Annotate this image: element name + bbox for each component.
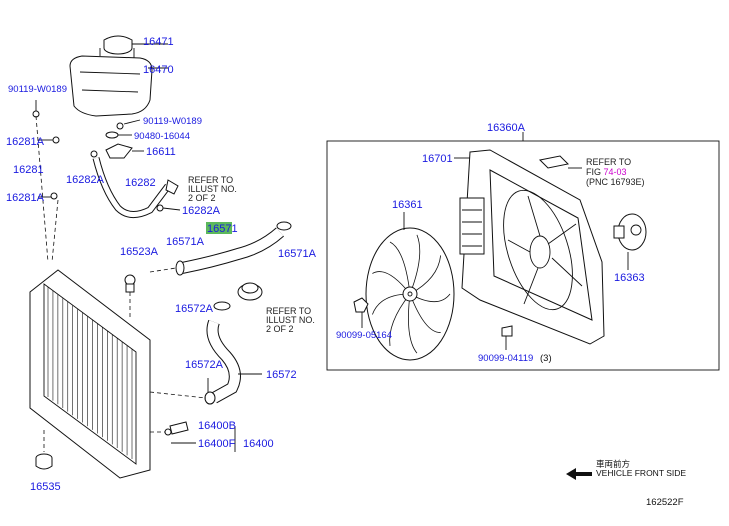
ref-fig-number-link[interactable]: 74-03 [604,167,627,177]
label-16400: 16400 [243,438,274,450]
label-90480: 90480-16044 [134,131,190,142]
drain-cock-16400 [150,421,236,452]
label-90099-05164: 90099-05164 [336,330,392,341]
label-16571A-right: 16571A [278,248,317,260]
ref-illust-2-line1: REFER TO [266,306,311,316]
ref-illust-1-line3: 2 OF 2 [188,193,216,203]
drawing-code: 162522F [646,497,684,508]
ref-fig-word: FIG [586,167,604,177]
nut-90099-05164 [353,297,369,328]
label-16701: 16701 [422,153,453,165]
label-16361: 16361 [392,199,423,211]
vehicle-front-en: VEHICLE FRONT SIDE [596,468,686,478]
ref-fig-pnc: (PNC 16793E) [586,177,645,187]
ref-illust-2-line2: ILLUST NO. [266,315,315,325]
bolt-90119-left [32,100,40,118]
label-16572A-top: 16572A [175,303,214,315]
hose-16571 [175,221,292,276]
label-16572A-bottom: 16572A [185,359,224,371]
label-qty-3: (3) [540,353,552,364]
fan-motor-16363 [613,213,647,270]
clamp-90480 [105,131,132,139]
label-16400B: 16400B [198,420,236,432]
ref-illust-2-line3: 2 OF 2 [266,324,294,334]
vehicle-front-arrow [566,468,592,480]
label-16281A-top: 16281A [6,136,45,148]
hose-16572 [204,319,262,405]
label-16281: 16281 [13,164,44,176]
fan-blade-16361 [365,227,455,361]
label-16400F: 16400F [198,438,236,450]
bracket-16611 [105,143,144,159]
hose-16282 [90,150,181,218]
label-90099-04119: 90099-04119 [478,353,533,364]
label-90119-right: 90119-W0189 [143,116,202,127]
ref-fig-line2: FIG 74-03 [586,167,627,177]
reservoir-cap [103,35,133,55]
hose-16281 [38,136,60,200]
vehicle-front-jp: 車両前方 [596,459,630,469]
label-16611: 16611 [146,146,176,158]
label-16523A: 16523A [120,246,159,258]
label-16282: 16282 [125,177,156,189]
ref-illust-1-line2: ILLUST NO. [188,184,237,194]
label-16282A-right: 16282A [182,205,221,217]
fan-shroud-16701 [459,149,605,345]
label-16281A-bottom: 16281A [6,192,45,204]
label-16363: 16363 [614,272,645,284]
label-16571[interactable]: 16571 [207,223,238,235]
label-90119-left: 90119-W0189 [8,84,67,95]
reservoir-tank [69,48,153,117]
bolt-90119-right [116,119,141,130]
support-16535 [35,430,53,470]
label-16572: 16572 [266,369,297,381]
label-16470: 16470 [143,64,174,76]
label-16360A: 16360A [487,122,526,134]
radiator-core [29,269,151,479]
label-16571A-left: 16571A [166,236,205,248]
label-16535: 16535 [30,481,61,493]
ref-illust-1-line1: REFER TO [188,175,233,185]
label-16471: 16471 [143,36,174,48]
label-16282A-left: 16282A [66,174,105,186]
radiator-cap-16523A [124,274,136,293]
hose-clamp-16572A-top [213,301,231,311]
water-outlet [237,282,263,301]
ref-fig-line1: REFER TO [586,157,631,167]
bolt-90099-04119 [501,325,513,350]
highlight-16571 [206,222,232,234]
